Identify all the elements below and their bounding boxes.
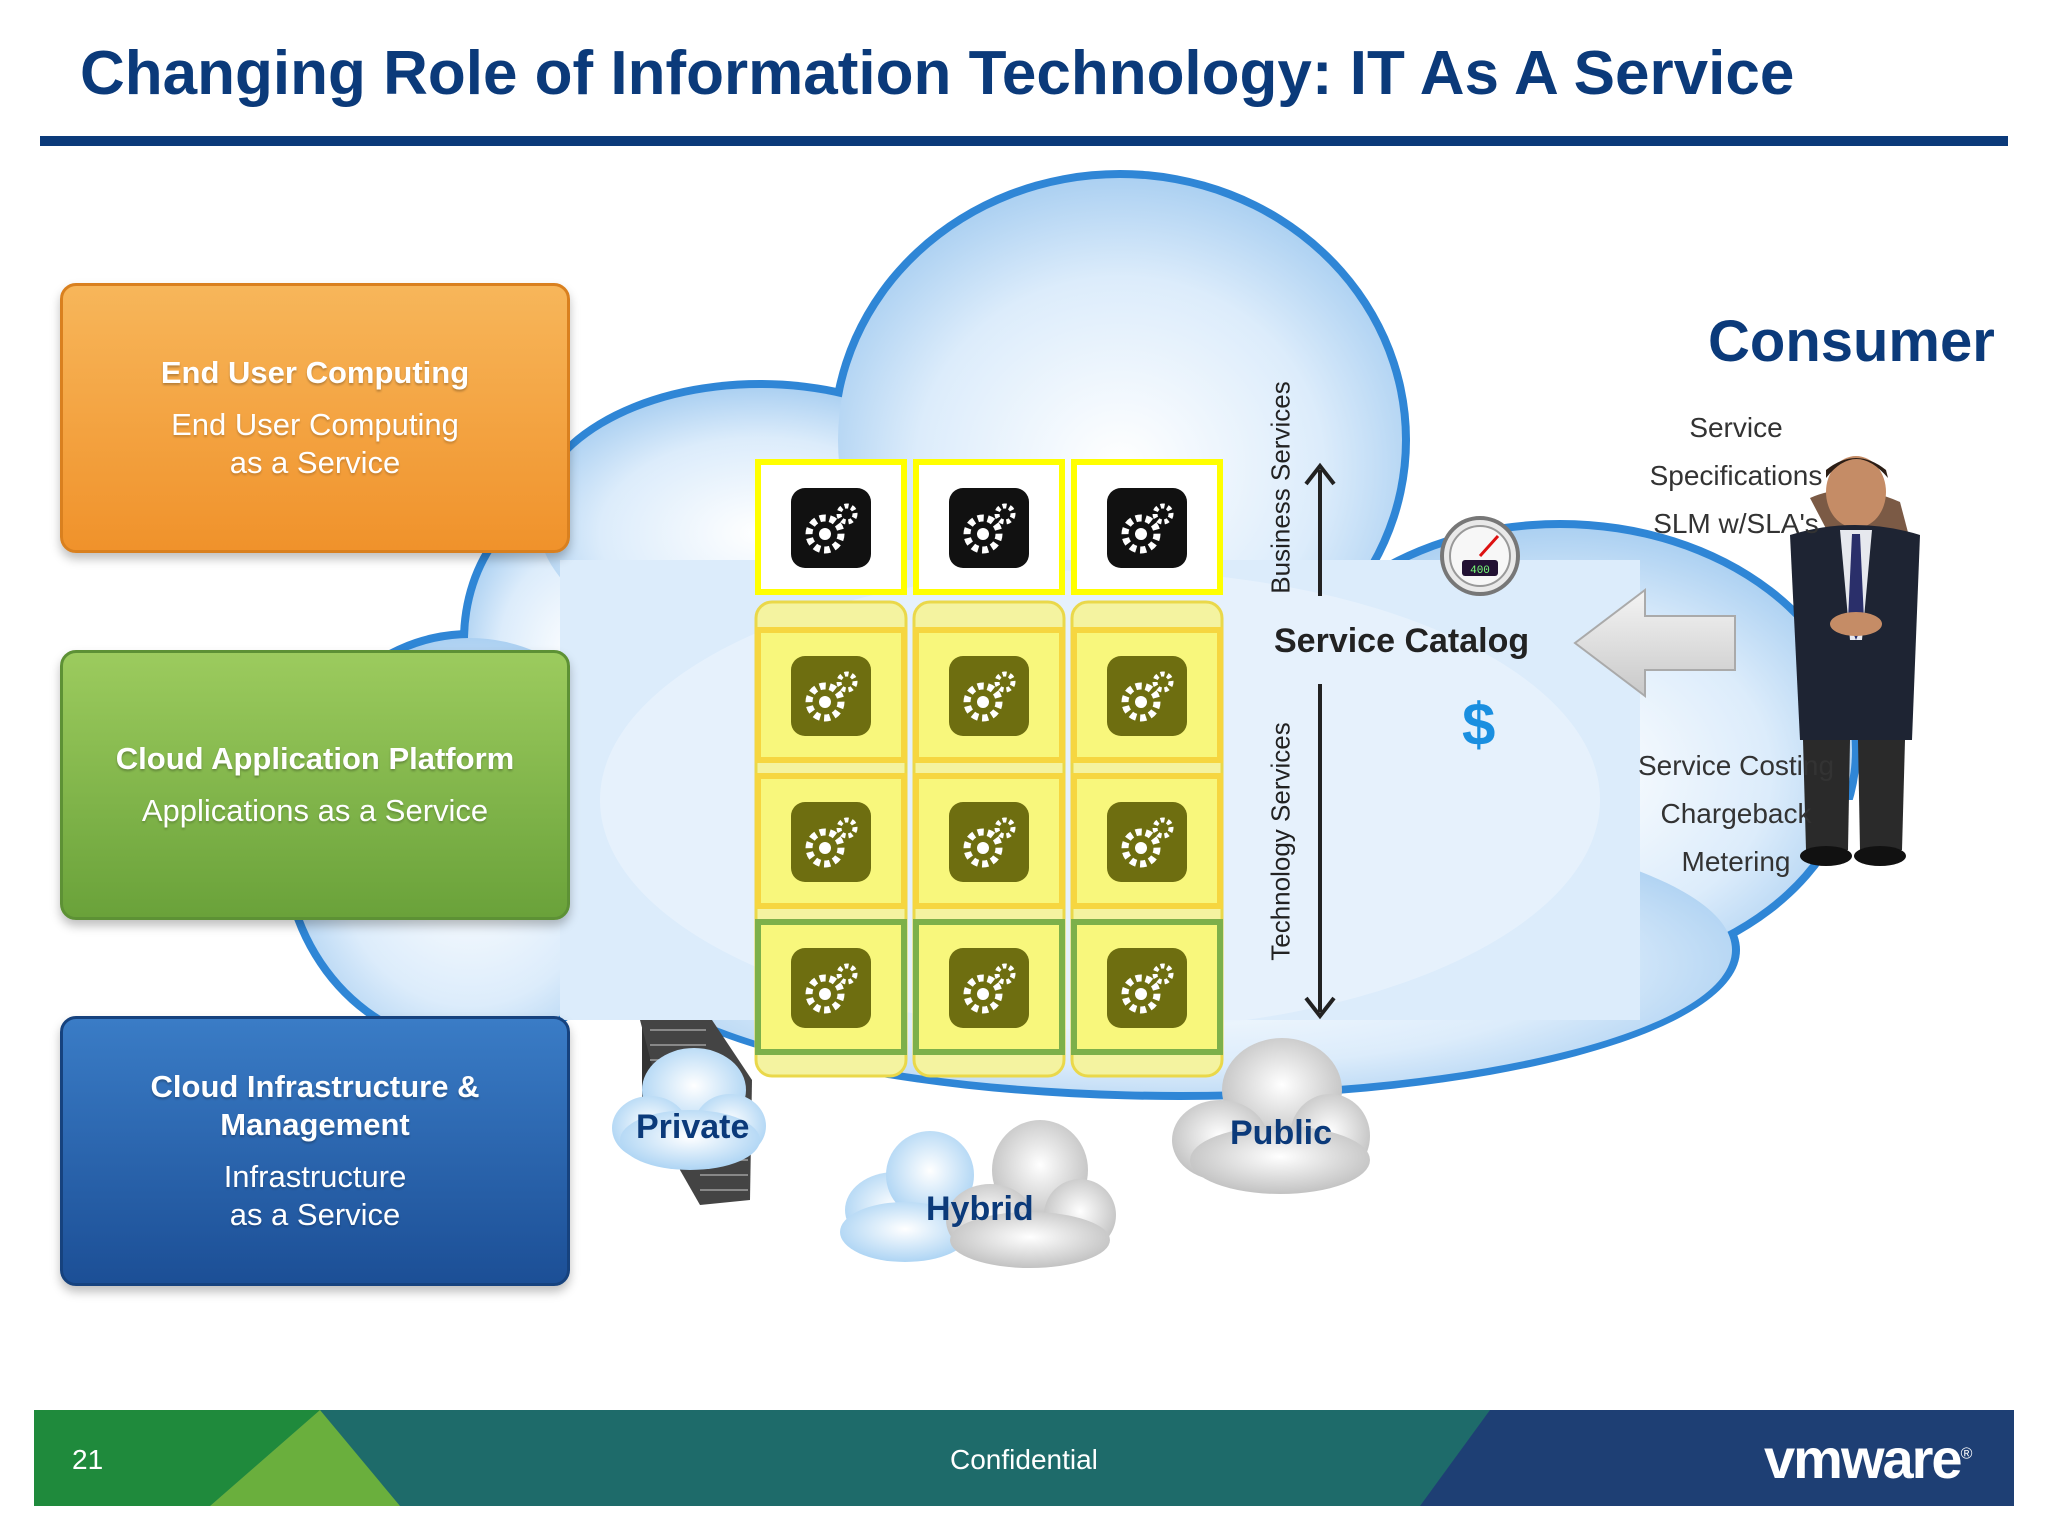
cloud-infrastructure-box: Cloud Infrastructure & Management Infras… [60, 1016, 570, 1286]
box-heading: Cloud Application Platform [115, 741, 515, 776]
gear-icon [819, 696, 831, 708]
gear-icon [949, 948, 1029, 1028]
consumer-spec-line: Service [1689, 412, 1783, 443]
box-subtext: Infrastructure as a Service [223, 1159, 407, 1232]
gear-icon [836, 671, 858, 693]
gear-icon [1152, 671, 1174, 693]
hybrid-cloud-icon [840, 1120, 1116, 1268]
consumer-spec-line: SLM w/SLA's [1653, 508, 1819, 539]
gear-icon [994, 963, 1016, 985]
gear-icon [949, 488, 1029, 568]
gear-icon [1107, 802, 1187, 882]
footer-band [34, 1410, 2014, 1506]
gear-icon [1107, 948, 1187, 1028]
brand-name: vmware [1764, 1427, 1963, 1490]
public-cloud-label: Public [1230, 1114, 1333, 1152]
dollar-sign: $ [1462, 691, 1496, 758]
gear-icon [836, 817, 858, 839]
box-subtext: Applications as a Service [141, 793, 489, 828]
service-tile [1071, 459, 1223, 595]
gear-icon [977, 696, 989, 708]
title-underline [40, 136, 2008, 146]
gear-icon [791, 802, 871, 882]
gear-icon [1121, 682, 1161, 722]
gear-icon [819, 528, 831, 540]
gear-icon [977, 528, 989, 540]
gear-icon [1135, 528, 1147, 540]
box-subtext: End User Computing as a Service [171, 407, 459, 480]
cloud-application-platform-box: Cloud Application Platform Applications … [60, 650, 570, 920]
service-tile [755, 627, 907, 763]
gear-icon [949, 802, 1029, 882]
gear-icon [1152, 817, 1174, 839]
gear-icon [977, 988, 989, 1000]
gear-icon [819, 988, 831, 1000]
private-cloud-label: Private [636, 1108, 750, 1146]
technology-services-label: Technology Services [1265, 722, 1296, 961]
gear-icon [1152, 503, 1174, 525]
gear-icon [819, 842, 831, 854]
consumer-heading: Consumer [1708, 309, 1995, 374]
gear-icon [791, 488, 871, 568]
public-cloud-icon [1172, 1038, 1370, 1194]
service-tile [755, 459, 907, 595]
private-cloud-icon [612, 1020, 766, 1205]
gear-icon [1135, 988, 1147, 1000]
gear-icon [791, 656, 871, 736]
business-services-label: Business Services [1265, 381, 1296, 594]
gear-icon [791, 948, 871, 1028]
technology-services-arrow [1304, 684, 1336, 1020]
slide-title: Changing Role of Information Technology:… [80, 39, 1795, 108]
consumer-cost-line: Metering [1681, 846, 1791, 877]
consumer-cost-line: Service Costing [1637, 750, 1835, 781]
gear-icon [949, 656, 1029, 736]
request-arrow [1573, 587, 1736, 699]
gear-icon [963, 828, 1003, 868]
gear-icon [994, 671, 1016, 693]
gear-icon [805, 974, 845, 1014]
speedometer-icon: 400 [1440, 516, 1520, 596]
gear-icon [977, 842, 989, 854]
business-services-arrow [1304, 462, 1336, 596]
vmware-logo: vmware® [1764, 1426, 1973, 1491]
hybrid-cloud-label: Hybrid [926, 1190, 1034, 1228]
gear-icon [963, 682, 1003, 722]
gauge-readout: 400 [1470, 565, 1490, 577]
gear-icon [963, 974, 1003, 1014]
page-number: 21 [72, 1444, 104, 1475]
gear-icon [1135, 696, 1147, 708]
gear-icon [1121, 828, 1161, 868]
brand-mark: ® [1960, 1445, 1973, 1463]
gear-icon [994, 503, 1016, 525]
gear-icon [836, 503, 858, 525]
gear-icon [963, 514, 1003, 554]
gear-icon [1121, 514, 1161, 554]
box-heading: End User Computing [160, 355, 470, 390]
service-tile-grid [754, 459, 1224, 1078]
gear-icon [1121, 974, 1161, 1014]
gear-icon [805, 514, 845, 554]
gear-icon [1107, 488, 1187, 568]
consumer-spec-line: Specifications [1649, 460, 1823, 491]
consumer-person-figure [1790, 456, 1920, 866]
consumer-cost-line: Chargeback [1660, 798, 1812, 829]
service-catalog-label: Service Catalog [1274, 622, 1530, 660]
service-tile [913, 919, 1065, 1055]
gear-icon [1107, 656, 1187, 736]
gear-icon [836, 963, 858, 985]
gear-icon [1152, 963, 1174, 985]
end-user-computing-box: End User Computing End User Computing as… [60, 283, 570, 553]
gear-icon [994, 817, 1016, 839]
confidential-label: Confidential [950, 1444, 1098, 1475]
gear-icon [805, 828, 845, 868]
gear-icon [805, 682, 845, 722]
box-heading: Cloud Infrastructure & Management [150, 1069, 480, 1142]
gear-icon [1135, 842, 1147, 854]
